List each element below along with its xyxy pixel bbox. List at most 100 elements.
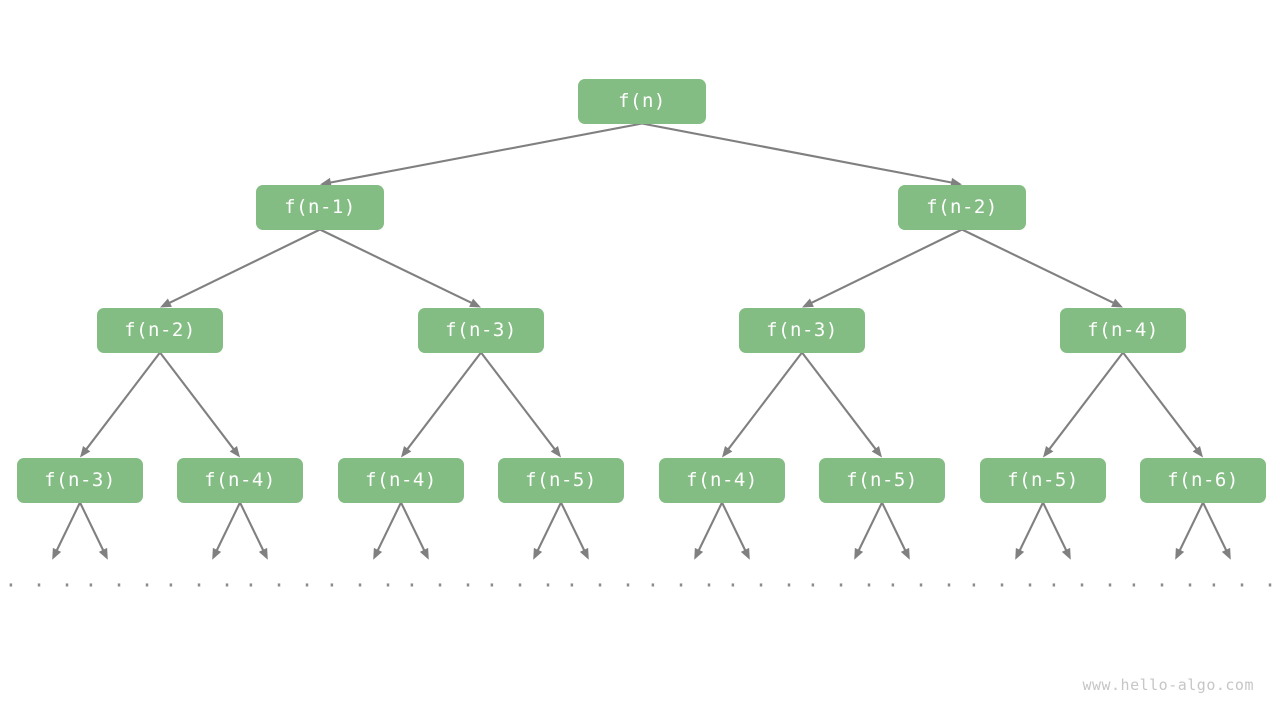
edge-n13-e12-arrowhead xyxy=(1015,547,1025,560)
edge-n11-e9-line xyxy=(721,502,747,552)
ellipsis-marker: · · · xyxy=(1047,573,1119,597)
ellipsis-marker: · · · xyxy=(164,573,236,597)
ellipsis-marker: · · · xyxy=(806,573,878,597)
ellipsis-marker: · · · xyxy=(967,573,1039,597)
edge-n8-e3-line xyxy=(239,502,265,552)
ellipsis-marker: · · · xyxy=(1127,573,1199,597)
tree-node-n0: f(n) xyxy=(578,78,706,124)
tree-node-n12: f(n-5) xyxy=(819,457,945,503)
edge-n2-n6-arrowhead xyxy=(1111,298,1123,308)
tree-node-label: f(n-1) xyxy=(284,196,356,218)
tree-node-label: f(n-3) xyxy=(44,469,116,491)
edge-n6-n13-arrowhead xyxy=(1043,445,1054,458)
edge-n10-e7-line xyxy=(560,502,586,552)
edge-n13-e12-line xyxy=(1018,502,1044,552)
edge-n13-e13-line xyxy=(1042,502,1068,552)
edge-n4-n9-line xyxy=(405,351,482,451)
edge-n14-e15-line xyxy=(1202,502,1228,552)
tree-node-label: f(n-4) xyxy=(365,469,437,491)
tree-node-n1: f(n-1) xyxy=(256,184,384,230)
tree-node-n4: f(n-3) xyxy=(418,307,544,353)
edge-n5-n11-arrowhead xyxy=(722,445,733,458)
edge-n12-e11-arrowhead xyxy=(900,547,910,560)
tree-node-n8: f(n-4) xyxy=(177,457,303,503)
edge-n7-e1-arrowhead xyxy=(98,547,108,560)
tree-node-n6: f(n-4) xyxy=(1060,307,1186,353)
ellipsis-marker: · · · xyxy=(485,573,557,597)
edge-n9-e4-line xyxy=(376,502,402,552)
edge-n7-e0-line xyxy=(55,502,81,552)
tree-node-label: f(n-3) xyxy=(766,319,838,341)
edge-n1-n4-line xyxy=(319,228,473,305)
edge-n12-e11-line xyxy=(881,502,907,552)
edge-n3-n8-line xyxy=(159,351,236,451)
ellipsis-marker: · · · xyxy=(84,573,156,597)
edge-n5-n11-line xyxy=(726,351,803,451)
edge-n5-n12-arrowhead xyxy=(871,445,882,458)
edge-n4-n10-line xyxy=(480,351,557,451)
edge-n8-e2-line xyxy=(215,502,241,552)
tree-node-n14: f(n-6) xyxy=(1140,457,1266,503)
edge-n9-e5-arrowhead xyxy=(419,547,429,560)
edge-n12-e10-line xyxy=(857,502,883,552)
ellipsis-marker: · · · xyxy=(405,573,477,597)
edge-n2-n5-arrowhead xyxy=(802,298,814,308)
edge-n9-e4-arrowhead xyxy=(373,547,383,560)
edge-n7-e0-arrowhead xyxy=(52,547,62,560)
edge-n14-e14-line xyxy=(1178,502,1204,552)
edge-n14-e15-arrowhead xyxy=(1221,547,1231,560)
tree-node-label: f(n-3) xyxy=(445,319,517,341)
edge-n7-e1-line xyxy=(79,502,105,552)
edge-n4-n10-arrowhead xyxy=(550,445,561,458)
edge-n0-n1-line xyxy=(329,122,643,184)
edge-n5-n12-line xyxy=(801,351,878,451)
tree-node-label: f(n-2) xyxy=(124,319,196,341)
tree-node-n3: f(n-2) xyxy=(97,307,223,353)
tree-node-n9: f(n-4) xyxy=(338,457,464,503)
edge-n8-e2-arrowhead xyxy=(212,547,222,560)
edge-n2-n5-line xyxy=(810,228,963,305)
edge-n3-n7-arrowhead xyxy=(80,445,91,458)
edge-n10-e7-arrowhead xyxy=(579,547,589,560)
tree-node-label: f(n-5) xyxy=(846,469,918,491)
edge-n12-e10-arrowhead xyxy=(854,547,864,560)
edge-n11-e8-line xyxy=(697,502,723,552)
edge-n10-e6-line xyxy=(536,502,562,552)
edge-n10-e6-arrowhead xyxy=(533,547,543,560)
edge-n14-e14-arrowhead xyxy=(1175,547,1185,560)
edge-n9-e5-line xyxy=(400,502,426,552)
edge-n8-e3-arrowhead xyxy=(258,547,268,560)
edge-n1-n4-arrowhead xyxy=(469,298,481,308)
ellipsis-marker: · · · xyxy=(244,573,316,597)
edge-n3-n7-line xyxy=(84,351,161,451)
ellipsis-marker: · · · xyxy=(726,573,798,597)
tree-node-label: f(n-6) xyxy=(1167,469,1239,491)
ellipsis-marker: · · · xyxy=(4,573,76,597)
tree-node-label: f(n-5) xyxy=(1007,469,1079,491)
tree-node-n13: f(n-5) xyxy=(980,457,1106,503)
tree-node-n11: f(n-4) xyxy=(659,457,785,503)
edge-n0-n2-line xyxy=(641,122,953,184)
tree-node-n5: f(n-3) xyxy=(739,307,865,353)
tree-node-label: f(n-4) xyxy=(686,469,758,491)
edge-n13-e13-arrowhead xyxy=(1061,547,1071,560)
ellipsis-marker: · · · xyxy=(1207,573,1279,597)
edge-n6-n13-line xyxy=(1047,351,1124,451)
edge-n11-e9-arrowhead xyxy=(740,547,750,560)
tree-node-label: f(n) xyxy=(618,90,666,112)
ellipsis-marker: · · · xyxy=(325,573,397,597)
edge-n1-n3-arrowhead xyxy=(160,298,172,308)
tree-node-label: f(n-2) xyxy=(926,196,998,218)
tree-node-n10: f(n-5) xyxy=(498,457,624,503)
watermark: www.hello-algo.com xyxy=(1082,676,1254,694)
edge-n6-n14-arrowhead xyxy=(1192,445,1203,458)
tree-node-n7: f(n-3) xyxy=(17,457,143,503)
ellipsis-marker: · · · xyxy=(646,573,718,597)
tree-node-label: f(n-4) xyxy=(204,469,276,491)
ellipsis-marker: · · · xyxy=(886,573,958,597)
tree-node-label: f(n-4) xyxy=(1087,319,1159,341)
edge-n3-n8-arrowhead xyxy=(229,445,240,458)
tree-node-label: f(n-5) xyxy=(525,469,597,491)
